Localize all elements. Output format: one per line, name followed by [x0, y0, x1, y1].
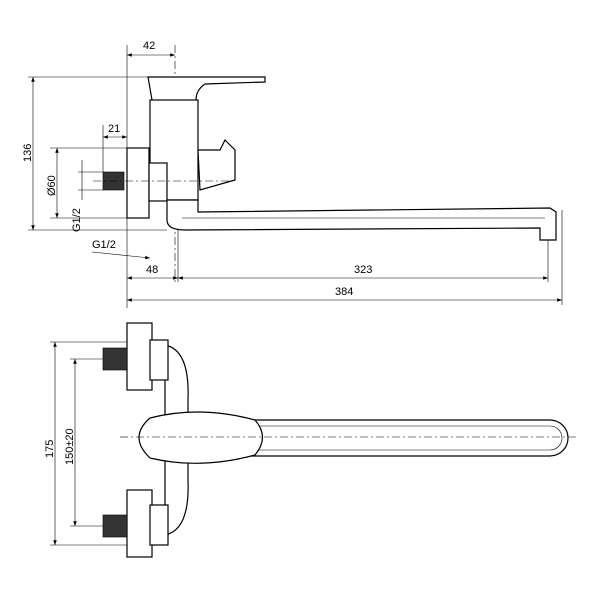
- bottom-flange: [126, 489, 153, 558]
- handle-lever: [147, 76, 266, 104]
- handle-top: [138, 411, 264, 464]
- dim-150-20: 150±20: [64, 428, 76, 465]
- front-view: 175 150±20: [44, 322, 578, 558]
- dim-diameter-60: Ø60: [46, 175, 58, 196]
- wall-flange: [126, 147, 150, 219]
- dim-g12-vertical: G1/2: [71, 208, 83, 232]
- spout-top: [239, 419, 569, 457]
- dim-323: 323: [354, 264, 372, 276]
- dim-136: 136: [22, 144, 34, 162]
- spout-side: [166, 199, 557, 241]
- dim-42: 42: [143, 40, 155, 52]
- dim-384: 384: [335, 286, 353, 298]
- bottom-inlet-thread: [102, 514, 128, 538]
- top-inlet-thread: [102, 347, 128, 371]
- side-view: 42 136 21 Ø60 G1/2 G1/2 48 323 384: [22, 40, 563, 308]
- dim-21: 21: [108, 123, 120, 135]
- dim-48: 48: [146, 264, 158, 276]
- dim-175: 175: [44, 440, 56, 458]
- top-flange: [126, 322, 153, 391]
- dim-g12-diagonal: G1/2: [92, 239, 116, 251]
